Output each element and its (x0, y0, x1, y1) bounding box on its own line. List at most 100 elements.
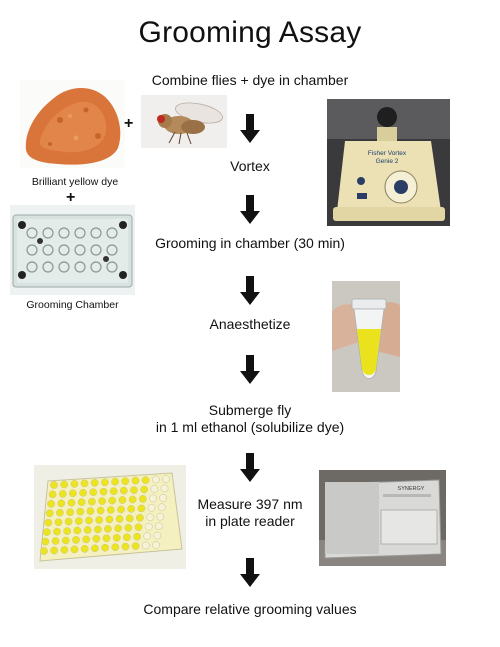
plate-well (138, 495, 147, 503)
plate-well (105, 515, 114, 524)
vortex-brand-line2: Genie 2 (376, 158, 399, 165)
plate-well (77, 498, 86, 507)
plate-well (131, 476, 140, 485)
down-arrow-icon (240, 558, 260, 587)
plate-well (141, 541, 150, 550)
plate-reader-image: SYNERGY (319, 470, 446, 566)
step-measure-line2: in plate reader (205, 513, 295, 529)
plate-well (44, 518, 53, 527)
plate-well (92, 534, 101, 543)
plus-sign: + (124, 115, 134, 132)
plate-well (60, 480, 69, 489)
vortex-brand-line1: Fisher Vortex (368, 150, 407, 157)
plate-well (73, 526, 82, 535)
reader-brand: SYNERGY (398, 486, 425, 492)
plate-well (47, 500, 55, 508)
plate-well (76, 507, 85, 516)
step-submerge-line1: Submerge fly (208, 402, 292, 418)
step-measure-line1: Measure 397 nm (197, 496, 303, 512)
chamber-caption: Grooming Chamber (26, 299, 119, 311)
plate-well (86, 507, 95, 515)
plate-well (159, 494, 167, 502)
plate-well (128, 495, 137, 504)
plate-well (43, 528, 51, 536)
plate-well (124, 523, 133, 532)
plate-well (48, 490, 57, 499)
plate-well (130, 486, 138, 494)
plate-well (99, 487, 108, 496)
plate-well (83, 526, 92, 534)
down-arrow-icon (240, 355, 260, 384)
plate-well (137, 504, 146, 513)
plate-well (123, 533, 131, 542)
plate-well (101, 543, 109, 552)
plate-well (119, 486, 128, 495)
plate-well (61, 536, 70, 545)
plate-well (53, 527, 61, 536)
plate-well (157, 503, 166, 512)
plate-well (151, 475, 160, 484)
plate-well (160, 484, 169, 493)
plate-well (125, 514, 134, 523)
plate-well (70, 545, 79, 554)
down-arrow-icon (240, 453, 260, 482)
plate-well (115, 515, 124, 523)
step-compare: Compare relative grooming values (143, 601, 357, 617)
plate-well (88, 497, 96, 506)
step-grooming: Grooming in chamber (30 min) (155, 235, 345, 251)
plate-well (90, 478, 99, 487)
plate-well (64, 517, 73, 526)
plate-well (108, 496, 117, 505)
plate-well (155, 522, 163, 530)
grooming-chamber-image (10, 205, 135, 295)
plate-well (50, 481, 58, 489)
plate-well (58, 490, 67, 498)
plate-well (89, 488, 98, 497)
plate-well (162, 475, 170, 483)
plate-well (146, 513, 154, 522)
plate-well (40, 547, 48, 555)
plate-well (109, 487, 118, 496)
down-arrow-icon (240, 276, 260, 305)
plate-well (127, 505, 136, 513)
plate-well (56, 508, 64, 517)
plate-well (50, 546, 59, 555)
plate-well (69, 489, 77, 498)
plate-well (93, 525, 102, 534)
plate-well (156, 512, 165, 521)
plate-well (95, 516, 104, 524)
plate-well (121, 542, 130, 551)
plate-well (70, 480, 79, 488)
plus-sign: + (66, 189, 76, 206)
step-submerge: Submerge fly in 1 ml ethanol (solubilize… (130, 402, 370, 436)
plate-well (121, 477, 130, 486)
diagram-title: Grooming Assay (138, 16, 362, 49)
plate-well (67, 498, 76, 507)
plate-well (136, 513, 144, 522)
step-measure: Measure 397 nm in plate reader (185, 496, 315, 530)
plate-well (150, 485, 159, 493)
plate-well (45, 509, 54, 518)
plate-well (143, 532, 152, 540)
plate-well (114, 524, 122, 533)
plate-well (118, 496, 127, 504)
plate-well (51, 537, 60, 545)
down-arrow-icon (240, 114, 260, 143)
yellow-tube-image (332, 281, 400, 392)
plate-well (133, 532, 141, 541)
plate-well (72, 536, 80, 544)
plate-well (134, 523, 143, 532)
plate-well (140, 485, 149, 494)
plate-well (41, 537, 50, 546)
plate-well (63, 527, 72, 535)
step-vortex: Vortex (230, 158, 270, 174)
plate-well (153, 531, 162, 540)
plate-well (79, 488, 87, 497)
plate-well (96, 506, 105, 515)
plate-well (149, 494, 157, 503)
plate-well (66, 508, 74, 517)
dye-caption: Brilliant yellow dye (31, 176, 119, 188)
plate-well (101, 478, 109, 487)
plate-well (152, 541, 160, 549)
step-anaesthetize: Anaesthetize (209, 316, 291, 332)
